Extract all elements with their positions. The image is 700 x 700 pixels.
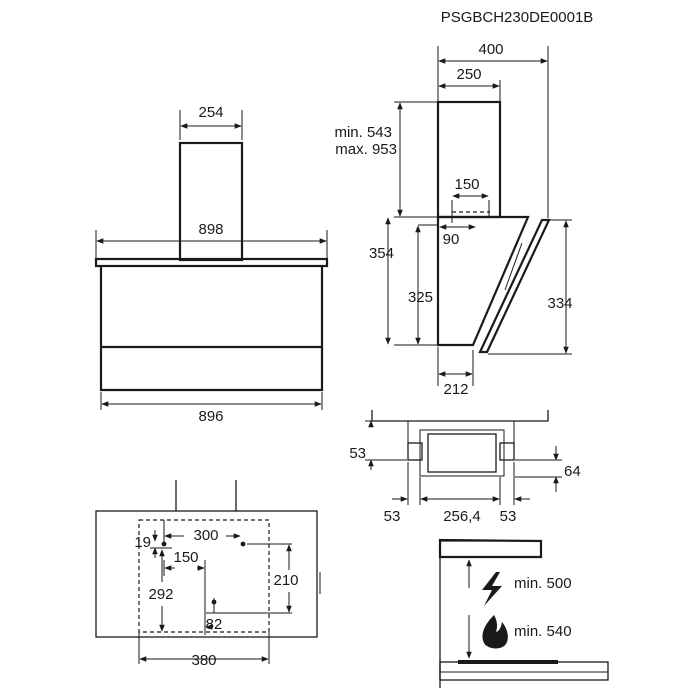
clearance-electric-label: min. 500	[514, 575, 572, 592]
bracket-center-box	[427, 433, 497, 473]
flame-icon	[482, 615, 508, 649]
side-chimney-min-label: min. 543	[334, 124, 392, 141]
wall-hood-outline	[95, 510, 318, 638]
bracket-left-height-label: 53	[349, 445, 366, 462]
wall-dim-210-label: 210	[273, 572, 298, 589]
clearance-hob	[439, 661, 609, 681]
side-chimney	[436, 100, 502, 219]
side-hood-total-height-label: 354	[369, 245, 394, 262]
wall-dim-19-label: 19	[134, 534, 151, 551]
wall-dim-150-label: 150	[173, 549, 198, 566]
product-code: PSGBCH230DE0001B	[441, 9, 594, 26]
side-right-height-label: 334	[547, 295, 572, 312]
lightning-icon	[482, 572, 502, 606]
front-top-strip	[94, 257, 329, 268]
side-hood-panel-height-label: 325	[408, 289, 433, 306]
bracket-right-hole	[499, 442, 515, 461]
wall-view: 300 19 150 292 210 82 38	[95, 480, 321, 669]
clearance-gas-label: min. 540	[514, 623, 572, 640]
bracket-view: 53 64 53 256,4 53	[349, 410, 581, 525]
side-glass-panel	[478, 218, 551, 354]
wall-dim-300-label: 300	[193, 527, 218, 544]
side-outlet-offset-label: 150	[454, 176, 479, 193]
clearance-view: min. 500 min. 540	[438, 538, 609, 688]
side-outlet-depth-label: 90	[443, 231, 460, 248]
side-view: 400 250 min. 543 max. 953 150 90 354 325	[334, 41, 572, 398]
side-total-depth-label: 400	[478, 41, 503, 58]
front-bottom-width-label: 896	[198, 408, 223, 425]
side-bottom-depth-label: 212	[443, 381, 468, 398]
bracket-left-spacing-label: 53	[384, 508, 401, 525]
front-chimney-width-label: 254	[198, 104, 223, 121]
front-top-width-label: 898	[198, 221, 223, 238]
bracket-center-spacing-label: 256,4	[443, 508, 481, 525]
front-body	[99, 266, 324, 392]
wall-mount-zone	[138, 519, 270, 633]
wall-dim-292-label: 292	[148, 586, 173, 603]
side-chimney-max-label: max. 953	[335, 141, 397, 158]
clearance-hood-profile	[438, 538, 543, 559]
bracket-right-height-label: 64	[564, 463, 581, 480]
side-chimney-depth-label: 250	[456, 66, 481, 83]
front-view: 254 898 896	[94, 104, 329, 425]
wall-dim-82-label: 82	[206, 616, 223, 633]
wall-hole-top-right	[240, 541, 246, 547]
bracket-left-hole	[407, 442, 423, 461]
bracket-right-spacing-label: 53	[500, 508, 517, 525]
wall-hole-top-left	[161, 541, 167, 547]
wall-dim-380-label: 380	[191, 652, 216, 669]
front-chimney	[178, 141, 244, 262]
